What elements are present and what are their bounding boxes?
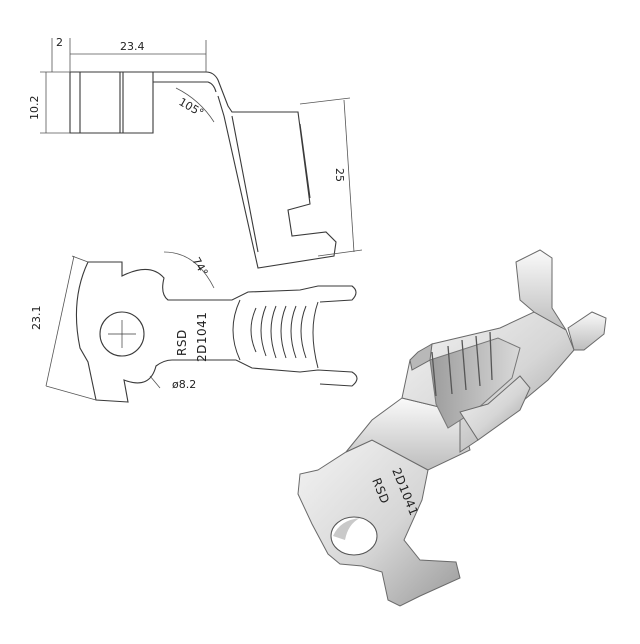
- iso-wing-upper: [567, 311, 607, 351]
- top-view-dim-text: 23.1 74° ø8.2 RSD 2D1041: [30, 255, 210, 391]
- iso-tongue: [297, 439, 461, 607]
- side-view-barrel-inner: [79, 72, 217, 133]
- dim-length: 23.4: [120, 40, 145, 53]
- side-view: [69, 71, 337, 269]
- side-view-dimensions: [40, 38, 363, 257]
- stud-hole: [99, 311, 145, 357]
- crimp-ribs: [232, 299, 319, 369]
- side-view-tongue-inner: [231, 115, 311, 253]
- dim-bend-angle: 105°: [177, 95, 206, 120]
- iso-crimp-slots: [431, 331, 493, 397]
- side-view-barrel: [69, 71, 282, 134]
- side-view-tongue: [217, 95, 337, 269]
- iso-rear-wall: [515, 249, 567, 331]
- marking-rsd: RSD: [175, 329, 189, 356]
- side-view-dim-text: 2 23.4 10.2 105° 25: [28, 36, 346, 182]
- dim-height: 10.2: [28, 96, 41, 121]
- top-view-outline: [75, 261, 358, 403]
- dim-flare-angle: 74°: [189, 255, 210, 278]
- top-view: [75, 261, 358, 403]
- dim-thickness: 2: [56, 36, 63, 49]
- iso-wing-lower: [459, 375, 531, 441]
- iso-front-edge: [409, 343, 433, 371]
- dim-tongue-width: 23.1: [30, 306, 43, 331]
- top-view-dimensions: [45, 251, 215, 401]
- dim-leg-length: 25: [333, 168, 346, 182]
- iso-render: [297, 249, 607, 607]
- marking-part-number: 2D1041: [195, 312, 209, 362]
- dim-stud-hole: ø8.2: [172, 378, 196, 391]
